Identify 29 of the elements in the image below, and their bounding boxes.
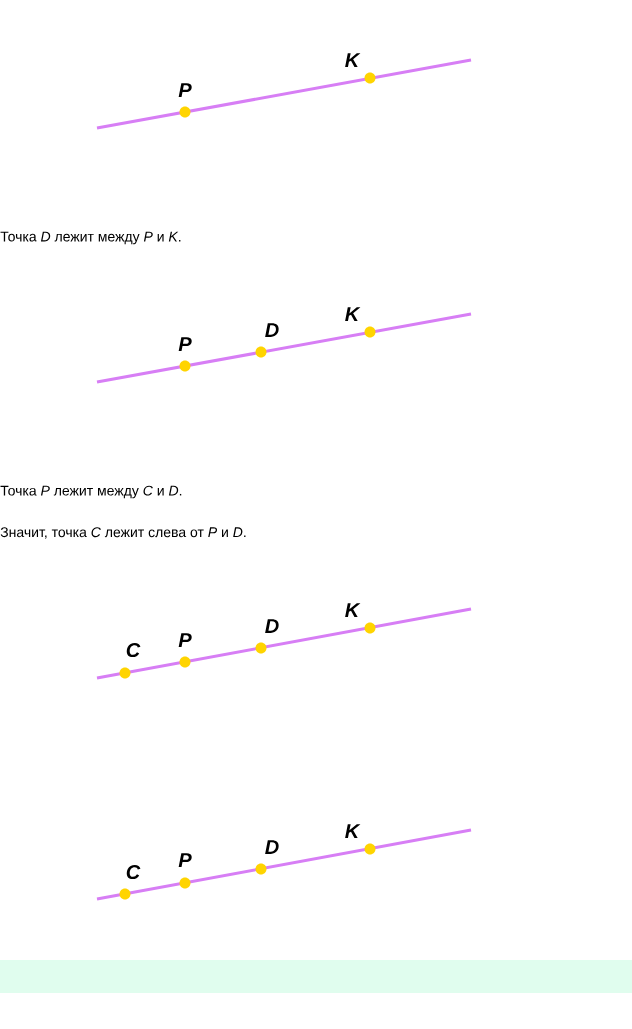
point	[119, 888, 131, 900]
point	[255, 346, 267, 358]
point	[179, 656, 191, 668]
point-label: D	[265, 840, 279, 854]
point	[364, 622, 376, 634]
point	[119, 667, 131, 679]
point-label: P	[178, 633, 192, 647]
point	[255, 863, 267, 875]
point-label: K	[345, 603, 361, 617]
point	[179, 360, 191, 372]
text-line: Точка D лежит между P и K.	[0, 231, 181, 245]
point	[179, 877, 191, 889]
point	[364, 843, 376, 855]
point-label: K	[345, 824, 361, 838]
point-label: C	[126, 864, 141, 880]
point-label: P	[178, 337, 192, 351]
text-line: Значит, точка C лежит слева от P и D.	[0, 527, 246, 539]
point	[364, 72, 376, 84]
point-label: D	[265, 619, 279, 633]
point-label: K	[345, 307, 361, 321]
point-label: K	[345, 53, 361, 67]
point-label: P	[178, 83, 192, 97]
point	[364, 326, 376, 338]
point-label: P	[178, 853, 192, 867]
point-label: C	[126, 642, 141, 658]
point-label: D	[265, 323, 279, 337]
point	[255, 642, 267, 654]
text-line: Точка P лежит между C и D.	[0, 485, 182, 499]
point	[179, 106, 191, 118]
